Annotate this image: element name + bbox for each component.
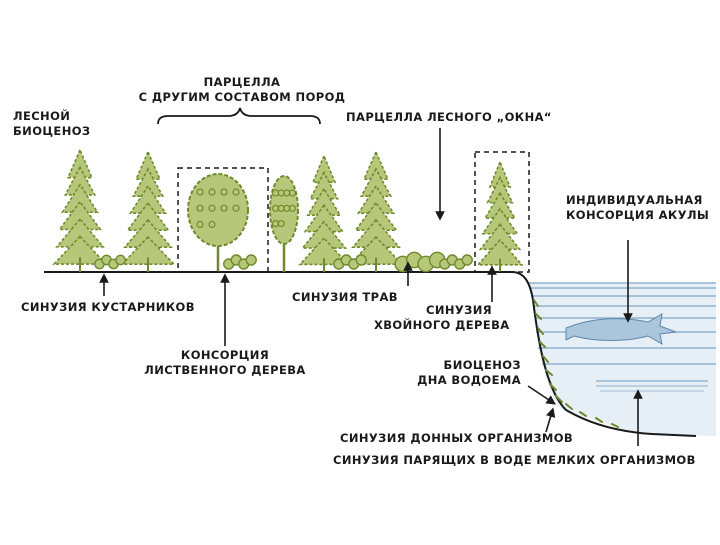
parcel-other-species-box [177,167,269,273]
water-fill [528,283,716,436]
conifer-tree [120,150,176,272]
label-shark-consortium: ИНДИВИДУАЛЬНАЯ КОНСОРЦИЯ АКУЛЫ [566,193,710,222]
deciduous-tree [187,173,249,272]
label-grass-synusia: СИНУЗИЯ ТРАВ [292,290,398,304]
label-parcel-other-species: ПАРЦЕЛЛА С ДРУГИМ СОСТАВОМ ПОРОД [138,75,346,104]
label-parcel-forest-window: ПАРЦЕЛЛА ЛЕСНОГО „ОКНА“ [346,110,552,124]
label-floating-synusia: СИНУЗИЯ ПАРЯЩИХ В ВОДЕ МЕЛКИХ ОРГАНИЗМОВ [333,453,696,467]
label-shrub-synusia: СИНУЗИЯ КУСТАРНИКОВ [21,300,195,314]
shrub [439,254,473,270]
conifer-tree [348,150,404,272]
bank-vegetation [533,299,619,428]
plankton-dots [596,380,708,392]
label-arrows [99,128,643,446]
label-benthic-synusia: СИНУЗИЯ ДОННЫХ ОРГАНИЗМОВ [340,431,574,445]
conifer-tree [476,159,524,272]
shrub [94,254,126,270]
shark-icon [565,313,677,345]
shrub [223,254,257,270]
label-deciduous-consortium: КОНСОРЦИЯ ЛИСТВЕННОГО ДЕРЕВА [144,348,306,377]
poplar-tree [269,175,299,272]
label-bottom-biocenosis: БИОЦЕНОЗ ДНА ВОДОЕМА [417,358,521,387]
ground-line [44,271,697,437]
label-conifer-synusia: СИНУЗИЯ ХВОЙНОГО ДЕРЕВА [374,303,510,332]
water-body [528,282,716,436]
shrub [394,251,446,273]
label-forest-biocenosis: ЛЕСНОЙ БИОЦЕНОЗ [13,109,91,138]
conifer-tree [52,147,108,272]
shrub [333,254,367,270]
forest-trees [52,147,524,273]
conifer-tree [298,153,350,272]
forest-window-box [474,151,530,273]
parcel-brace [157,107,321,125]
